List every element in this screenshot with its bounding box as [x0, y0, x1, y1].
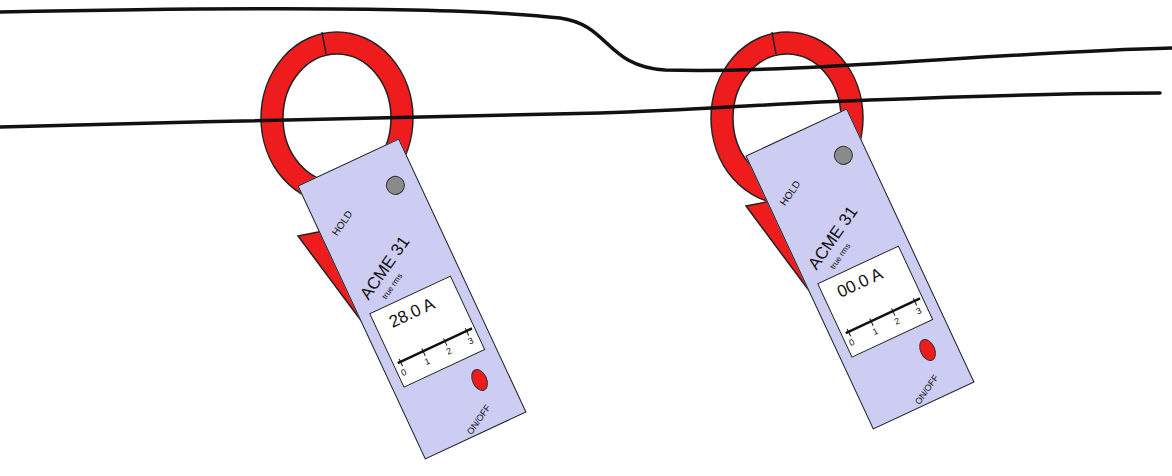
scale-graphic: [370, 276, 486, 388]
power-label: ON/OFF: [914, 373, 941, 406]
scale-tick: [465, 328, 468, 335]
scale-line: [846, 298, 920, 333]
hold-button: [831, 143, 855, 167]
power-switch: [917, 337, 939, 363]
hold-label: HOLD: [330, 209, 354, 238]
scale-line: [398, 328, 472, 363]
scale-number: 1: [423, 357, 431, 367]
wire: [0, 93, 1160, 127]
scale-number: 3: [467, 336, 475, 346]
hold-button: [383, 173, 407, 197]
scale-graphic: [818, 246, 934, 358]
scale-tick: [444, 338, 447, 345]
scale-tick: [892, 308, 895, 315]
scale-tick: [847, 329, 850, 336]
current-reading: 28.0 A: [387, 295, 438, 331]
meter-body: HOLDACME 31true rmsON/OFF00.0 A0123: [745, 108, 974, 429]
scale-number: 2: [893, 317, 901, 327]
hold-label: HOLD: [778, 179, 802, 208]
meter-body: HOLDACME 31true rmsON/OFF28.0 A0123: [297, 138, 526, 459]
scale-number: 2: [445, 347, 453, 357]
scale-tick: [913, 298, 916, 305]
wires: [0, 9, 1172, 127]
scale-number: 1: [871, 327, 879, 337]
scale-tick: [870, 318, 873, 325]
power-label: ON/OFF: [466, 403, 493, 436]
jaw-split: [772, 32, 776, 54]
scale-number: 3: [915, 306, 923, 316]
jaw-split: [322, 32, 326, 54]
power-switch: [469, 367, 491, 393]
scale-number: 0: [400, 368, 408, 378]
scale-tick: [399, 359, 402, 366]
wire: [0, 9, 1172, 71]
scale-number: 0: [848, 338, 856, 348]
current-reading: 00.0 A: [835, 265, 886, 301]
scale-tick: [422, 348, 425, 355]
